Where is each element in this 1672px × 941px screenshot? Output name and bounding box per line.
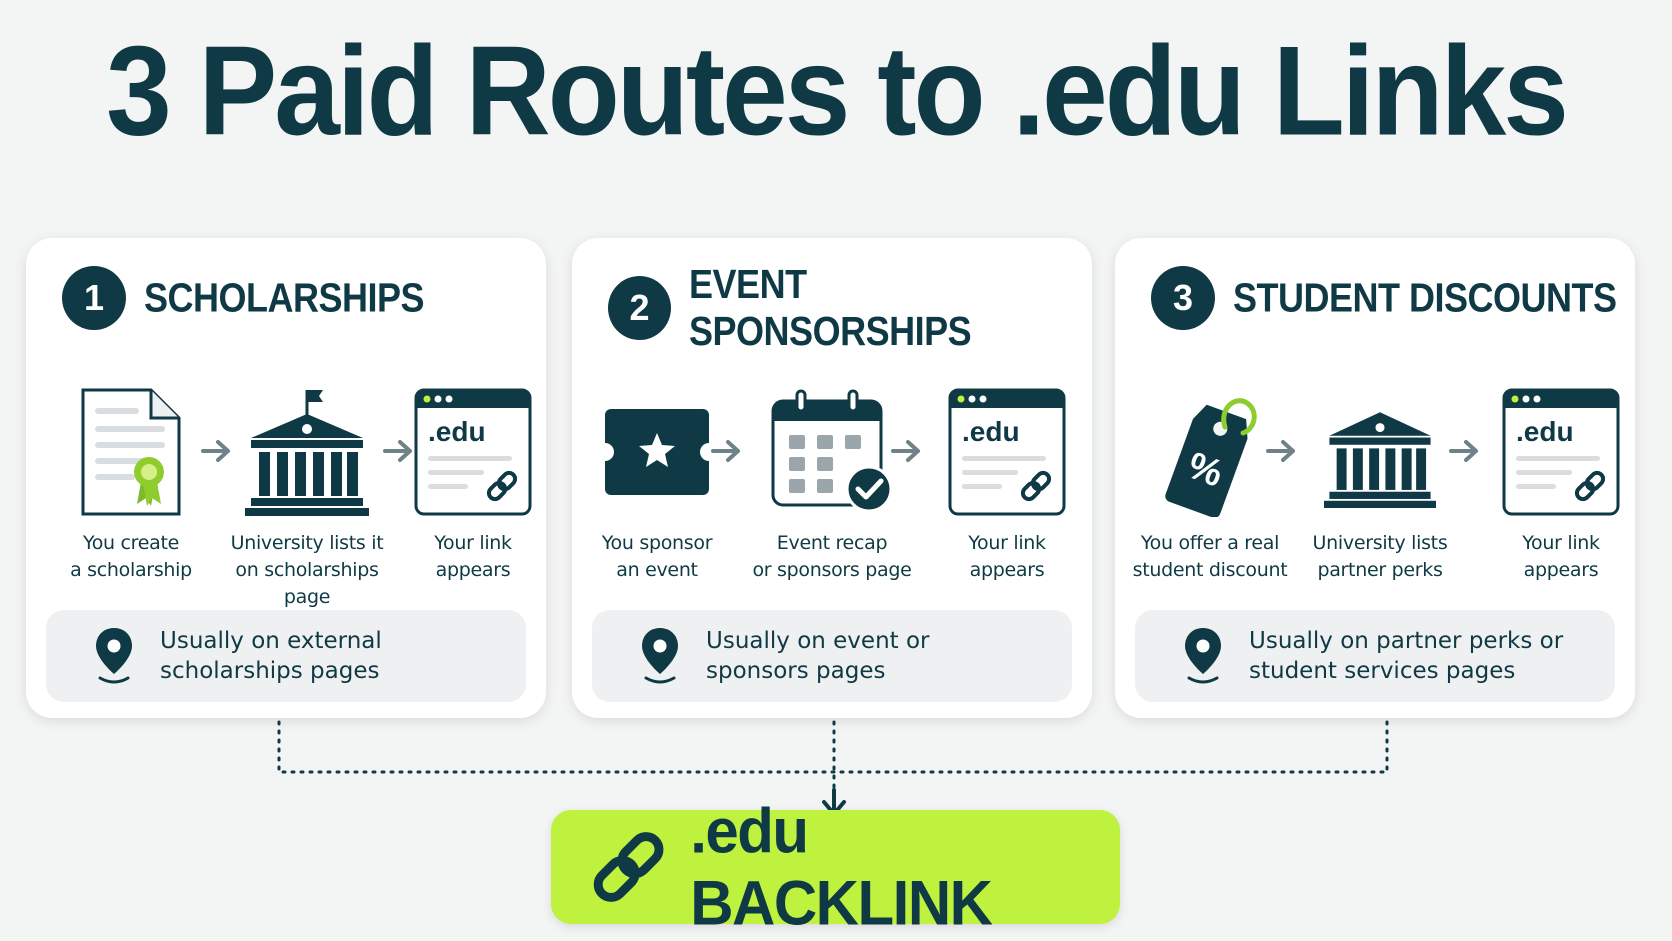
arrow-right-icon (711, 440, 740, 462)
step-caption: University lists partner perks (1312, 532, 1448, 581)
chain-link-icon (593, 832, 664, 902)
location-pin-icon (642, 628, 678, 684)
route-number-badge: 2 (608, 276, 672, 340)
route-title: SCHOLARSHIPS (144, 274, 425, 321)
route-card-scholarships: 1 SCHOLARSHIPS Yo (26, 238, 546, 718)
result-label: .edu BACKLINK (690, 795, 993, 939)
university-building-icon (222, 386, 392, 518)
arrow-right-icon (891, 440, 920, 462)
discount-tag-icon: % (1120, 386, 1300, 518)
step-link-appears: .edu Your link appears (937, 386, 1077, 584)
step-sponsor-event: You sponsor an event (582, 386, 732, 584)
step-event-recap: Event recap or sponsors page (737, 386, 927, 584)
calendar-check-icon (737, 386, 927, 518)
location-pin-icon (1185, 628, 1221, 684)
step-university-lists: University lists it on scholarships page (222, 386, 392, 611)
edu-webpage-link-icon: .edu (1491, 386, 1631, 518)
step-create-scholarship: You create a scholarship (46, 386, 216, 584)
university-building-icon (1295, 386, 1465, 518)
step-university-lists: University lists partner perks (1295, 386, 1465, 584)
step-caption: Your link appears (434, 532, 512, 581)
note-text: Usually on partner perks or student serv… (1249, 628, 1564, 684)
route-title: EVENT SPONSORSHIPS (689, 260, 972, 354)
edu-webpage-link-icon: .edu (408, 386, 538, 518)
note-text: Usually on external scholarships pages (160, 628, 382, 684)
step-offer-discount: % You offer a real student discount (1120, 386, 1300, 584)
card-header: 1 SCHOLARSHIPS (62, 266, 425, 330)
step-caption: Your link appears (968, 532, 1046, 581)
route-steps: You sponsor an event (572, 386, 1092, 596)
step-caption: You create a scholarship (70, 532, 192, 581)
arrow-right-icon (201, 440, 230, 462)
step-caption: You offer a real student discount (1132, 532, 1288, 581)
route-number-badge: 1 (62, 266, 126, 330)
card-header: 2 EVENT SPONSORSHIPS (608, 261, 1092, 354)
route-note: Usually on external scholarships pages (46, 610, 526, 702)
edu-backlink-result: .edu BACKLINK (551, 796, 1120, 938)
page-title: 3 Paid Routes to .edu Links (106, 20, 1569, 163)
route-card-event-sponsorships: 2 EVENT SPONSORSHIPS You sponsor an even… (572, 238, 1092, 718)
step-caption: Your link appears (1522, 532, 1600, 581)
arrow-right-icon (383, 440, 412, 462)
step-caption: Event recap or sponsors page (752, 532, 912, 581)
route-note: Usually on event or sponsors pages (592, 610, 1072, 702)
route-title: STUDENT DISCOUNTS (1233, 274, 1617, 321)
note-text: Usually on event or sponsors pages (706, 628, 930, 684)
scholarship-document-icon (46, 386, 216, 518)
route-card-student-discounts: 3 STUDENT DISCOUNTS % You offer a real s… (1115, 238, 1635, 718)
edu-webpage-link-icon: .edu (937, 386, 1077, 518)
route-note: Usually on partner perks or student serv… (1135, 610, 1615, 702)
location-pin-icon (96, 628, 132, 684)
event-ticket-icon (582, 386, 732, 518)
arrow-right-icon (1449, 440, 1478, 462)
step-link-appears: .edu Your link appears (408, 386, 538, 584)
step-caption: University lists it on scholarships page (230, 532, 384, 608)
card-header: 3 STUDENT DISCOUNTS (1151, 266, 1617, 330)
route-steps: % You offer a real student discount (1115, 386, 1635, 596)
arrow-right-icon (1266, 440, 1295, 462)
route-number-badge: 3 (1151, 266, 1215, 330)
route-steps: You create a scholarship (26, 386, 546, 608)
svg-text:.edu: .edu (962, 416, 1020, 447)
svg-text:.edu: .edu (1516, 416, 1574, 447)
step-caption: You sponsor an event (601, 532, 713, 581)
step-link-appears: .edu Your link appears (1491, 386, 1631, 584)
svg-text:.edu: .edu (428, 416, 486, 447)
